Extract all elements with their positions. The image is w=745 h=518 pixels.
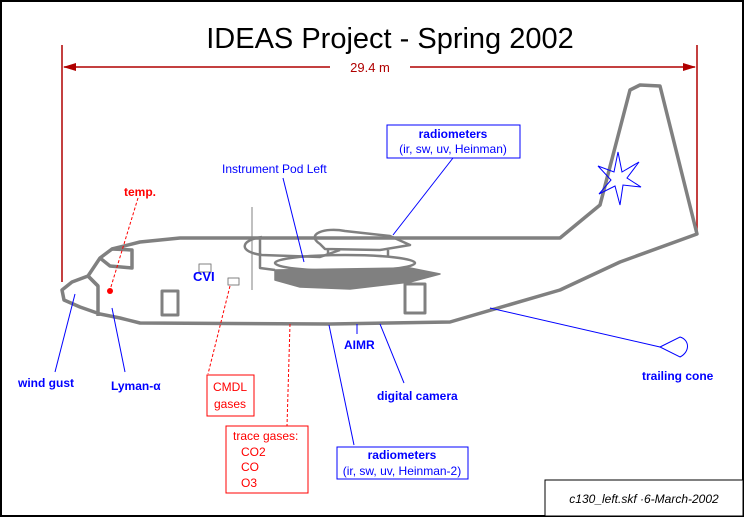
- wind-gust-label: wind gust: [17, 376, 74, 390]
- trace-gas-co2: CO2: [241, 445, 266, 459]
- radiometers-bottom-box: [336, 446, 469, 480]
- dimension-line: [61, 45, 698, 282]
- trace-gases-title: trace gases:: [233, 429, 298, 443]
- red-leader-lines: [109, 197, 291, 427]
- digital-camera-label: digital camera: [377, 389, 458, 403]
- dimension-label: 29.4 m: [350, 60, 390, 75]
- radiometers-top-box: [386, 124, 521, 159]
- cmdl-box: [206, 374, 255, 417]
- trailing-cone-label: trailing cone: [642, 369, 714, 383]
- radiometers-top-title: radiometers: [419, 127, 488, 141]
- trace-gas-co: CO: [241, 460, 259, 474]
- aircraft-outline: [60, 83, 699, 326]
- radiometers-top-sub: (ir, sw, uv, Heinman): [399, 142, 507, 156]
- leader-lines: [54, 157, 688, 446]
- trace-gas-o3: O3: [241, 476, 257, 490]
- radiometers-bottom-sub: (ir, sw, uv, Heinman-2): [343, 464, 461, 478]
- lyman-alpha-label: Lyman-α: [111, 379, 161, 393]
- temp-label: temp.: [124, 185, 156, 199]
- temp-sensor-marker: [107, 288, 113, 294]
- instrument-pod-label: Instrument Pod Left: [222, 162, 327, 176]
- trace-gases-box: [225, 425, 309, 494]
- footer-box: [544, 479, 744, 517]
- title: IDEAS Project - Spring 2002: [206, 23, 574, 55]
- footer-filename-date: c130_left.skf ·6-March-2002: [569, 492, 719, 506]
- cvi-label: CVI: [193, 269, 215, 284]
- cmdl-label: CMDL: [213, 380, 247, 394]
- star-insignia-icon: [597, 151, 642, 206]
- aimr-label: AIMR: [344, 338, 375, 352]
- cmdl-gases-label: gases: [214, 397, 246, 411]
- radiometers-bottom-title: radiometers: [368, 448, 437, 462]
